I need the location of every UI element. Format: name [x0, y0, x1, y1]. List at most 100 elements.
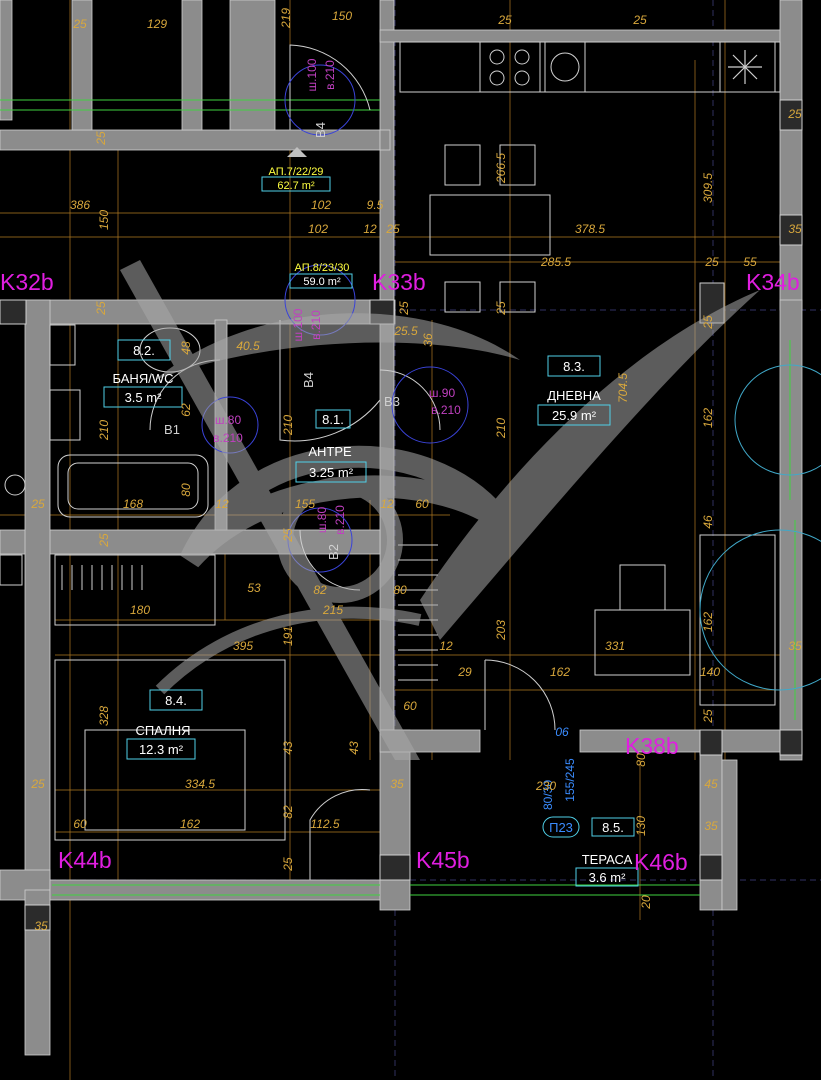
door-code-v1: В1 — [164, 422, 180, 437]
door-width-v4-hall: ш.100 — [291, 308, 305, 341]
dim-label: 12 — [215, 497, 229, 511]
apartment-area-ap7: 62.7 m² — [277, 180, 315, 192]
column-label-k38b: K38b — [625, 733, 679, 759]
dim-label: 168 — [123, 497, 143, 511]
dim-label: 162 — [701, 408, 715, 428]
dim-label: 62 — [179, 403, 193, 417]
dim-label: 378.5 — [575, 222, 605, 236]
dim-label: 25 — [704, 255, 719, 269]
door-height-v1: в.210 — [213, 431, 243, 445]
dim-label: 35 — [788, 639, 802, 653]
dim-label: 20 — [639, 895, 653, 910]
dim-label: 25 — [281, 857, 295, 872]
dim-label: 82 — [281, 805, 295, 819]
dim-label: 40.5 — [236, 339, 260, 353]
dim-label: 45 — [704, 777, 718, 791]
dim-label: 25 — [30, 777, 45, 791]
room-number-8-1: 8.1. — [322, 412, 344, 427]
dim-label: 704.5 — [616, 373, 630, 403]
dim-label: 25 — [632, 13, 647, 27]
dim-label: 386 — [70, 198, 90, 212]
dim-label: 60 — [73, 817, 87, 831]
column-label-k44b: K44b — [58, 847, 112, 873]
door-height-v2: в.210 — [333, 505, 347, 535]
dim-label: 334.5 — [185, 777, 215, 791]
dim-label: 25 — [94, 301, 108, 316]
dim-label: 12 — [380, 497, 394, 511]
dim-label: 230 — [535, 779, 556, 793]
dim-label: 25 — [497, 13, 512, 27]
dim-label: 25.5 — [393, 324, 418, 338]
kitchen-furniture — [399, 41, 781, 313]
door-height-p23: 155/245 — [563, 758, 577, 802]
column-label-k46b: K46b — [634, 849, 688, 875]
bedroom-furniture — [54, 554, 286, 841]
dim-label: 162 — [701, 612, 715, 632]
door-width-v3: ш.90 — [429, 386, 456, 400]
dim-label: 25 — [97, 533, 111, 548]
dim-label: 60 — [415, 497, 429, 511]
dim-label: 25 — [701, 709, 715, 724]
column-label-k32b: K32b — [0, 269, 54, 295]
column-label-k33b: K33b — [372, 269, 426, 295]
dim-label: 162 — [550, 665, 570, 679]
dim-label: 43 — [347, 741, 361, 755]
wardrobe-hatch — [61, 544, 438, 681]
dim-label: 112.5 — [310, 817, 339, 831]
dim-label: 35 — [390, 777, 404, 791]
dim-label: 25 — [30, 497, 45, 511]
snowflake-icon — [728, 50, 762, 84]
dim-label: 328 — [97, 706, 111, 726]
door-height-v4-top: в.210 — [323, 60, 337, 90]
watermark-logo-icon — [120, 260, 760, 760]
dim-label: 331 — [605, 639, 625, 653]
room-number-8-5: 8.5. — [602, 820, 624, 835]
door-code-v2: В2 — [326, 544, 341, 560]
room-number-8-3: 8.3. — [563, 359, 585, 374]
dim-label: 150 — [332, 9, 352, 23]
dim-label: 80 — [634, 753, 648, 767]
room-name-bathroom: БАНЯ/WC — [113, 371, 174, 386]
dim-label: 25 — [385, 222, 400, 236]
dim-label: 285.5 — [540, 255, 571, 269]
dim-label: 210 — [494, 418, 508, 439]
dim-label: 102 — [311, 198, 331, 212]
door-code-v4-hall: В4 — [301, 372, 316, 388]
dim-label: 25 — [701, 315, 715, 330]
room-number-8-4: 8.4. — [165, 693, 187, 708]
dim-label: 80 — [179, 483, 193, 497]
door-code-v4-top: В4 — [313, 122, 328, 138]
dim-label: 25 — [787, 107, 802, 121]
dim-label: 55 — [743, 255, 757, 269]
room-number-8-2: 8.2. — [133, 343, 155, 358]
room-name-living: ДНЕВНА — [547, 388, 601, 403]
column-label-k45b: K45b — [416, 847, 470, 873]
dim-label: 36 — [421, 333, 435, 347]
room-area-bedroom: 12.3 m² — [139, 742, 184, 757]
dim-label: 12 — [439, 639, 453, 653]
dim-label: 210 — [281, 415, 295, 436]
dim-label: 43 — [281, 741, 295, 755]
dim-label: 46 — [701, 515, 715, 529]
dim-label: 129 — [147, 17, 167, 31]
apartment-area-ap8: 59.0 m² — [303, 276, 341, 288]
dim-label: 219 — [279, 8, 293, 29]
room-name-terrace: ТЕРАСА — [582, 852, 633, 867]
dim-label: 35 — [704, 819, 718, 833]
door-width-v4-top: ш.100 — [305, 58, 319, 91]
dim-label: 80 — [393, 583, 407, 597]
dim-label: 25 — [494, 301, 508, 316]
dim-label: 53 — [247, 581, 261, 595]
structural-columns — [0, 99, 803, 931]
dim-label: 82 — [313, 583, 327, 597]
dim-label: 25 — [94, 131, 108, 146]
dim-label: 48 — [179, 341, 193, 355]
dim-label: 25 — [72, 17, 87, 31]
door-code-p23: П23 — [549, 820, 573, 835]
room-area-terrace: 3.6 m² — [589, 870, 627, 885]
room-name-bedroom: СПАЛНЯ — [136, 723, 191, 738]
dim-label: 130 — [634, 816, 648, 836]
door-height-v3: в.210 — [431, 403, 461, 417]
dim-label: 12 — [363, 222, 377, 236]
door-code-v3: В3 — [384, 394, 400, 409]
